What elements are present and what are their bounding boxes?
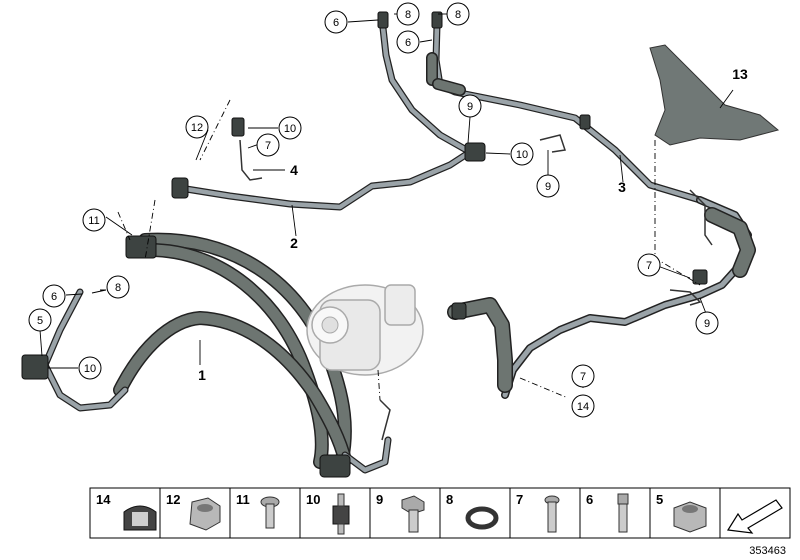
- label-13: 13: [732, 66, 748, 82]
- callout-label: 10: [284, 123, 296, 135]
- callout-10-left: 10: [78, 356, 102, 380]
- callout-label: 6: [333, 17, 339, 29]
- label-1: 1: [198, 367, 206, 383]
- callout-label: 9: [704, 318, 710, 330]
- part-5-nut: 5: [656, 492, 707, 533]
- callout-12: 12: [185, 115, 209, 139]
- callout-7-right: 7: [637, 253, 661, 277]
- callout-10-center: 10: [510, 142, 534, 166]
- part-number: 5: [656, 492, 663, 507]
- o-ring-icon: [465, 506, 499, 530]
- part-number: 14: [96, 492, 111, 507]
- rubber-mount-icon: [332, 505, 350, 525]
- callout-6-top: 6: [324, 10, 348, 34]
- callout-label: 5: [37, 315, 43, 327]
- callout-label: 9: [545, 181, 551, 193]
- callout-9-lower-right: 9: [695, 311, 719, 335]
- label-3: 3: [618, 179, 626, 195]
- pipe-2: [176, 148, 474, 211]
- part-number: 8: [446, 492, 453, 507]
- parts-strip: 14 12 11 10 9 8: [89, 487, 791, 539]
- bracket-outlines: [239, 134, 713, 441]
- part-9-bolt: 9: [376, 492, 425, 533]
- callout-label: 8: [455, 9, 461, 21]
- hex-nut-icon: [189, 497, 221, 531]
- callout-10-upper: 10: [278, 116, 302, 140]
- pipe-3: [501, 196, 752, 399]
- callout-5: 5: [28, 308, 52, 332]
- callout-6-top-b: 6: [396, 30, 420, 54]
- arrow-icon: [726, 499, 783, 534]
- callout-label: 14: [577, 401, 589, 413]
- pump-assembly: [306, 284, 424, 376]
- callout-label: 11: [88, 215, 99, 227]
- part-14-clamp: 14: [96, 492, 157, 531]
- part-number: 9: [376, 492, 383, 507]
- callout-label: 10: [84, 363, 96, 375]
- callout-14-lower: 14: [571, 394, 595, 418]
- callout-8-top-a: 8: [396, 2, 420, 26]
- callout-label: 8: [405, 9, 411, 21]
- socket-screw-icon: [617, 493, 629, 505]
- direction-arrow: [726, 499, 783, 534]
- callout-label: 10: [516, 149, 528, 161]
- brackets: [21, 11, 708, 478]
- flange-nut-icon: [673, 501, 707, 533]
- callout-7-lower: 7: [571, 364, 595, 388]
- callout-11: 11: [82, 208, 106, 232]
- part-number: 6: [586, 492, 593, 507]
- callout-leaders: [39, 13, 734, 388]
- callout-label: 9: [467, 101, 473, 113]
- callout-label: 6: [405, 37, 411, 49]
- part-12-nut: 12: [166, 492, 221, 531]
- callout-6-left: 6: [42, 284, 66, 308]
- part-10-mount: 10: [306, 492, 350, 535]
- callout-label: 7: [580, 371, 586, 383]
- callout-label: 8: [115, 282, 121, 294]
- heat-shield-13: [649, 44, 780, 146]
- part-11-bolt: 11: [236, 492, 280, 529]
- part-number: 7: [516, 492, 523, 507]
- callout-8-left: 8: [106, 275, 130, 299]
- label-2: 2: [290, 235, 298, 251]
- bold-labels: 13 4 2 3 1: [198, 66, 748, 383]
- callout-7-upper: 7: [256, 133, 280, 157]
- part-number: 12: [166, 492, 180, 507]
- reference-number: 353463: [749, 545, 786, 557]
- callout-label: 7: [265, 140, 271, 152]
- callout-label: 12: [191, 122, 203, 134]
- callout-label: 6: [51, 291, 57, 303]
- callout-circles: 6 8 6 8 9 10 12 10: [28, 2, 719, 418]
- callout-9-right: 9: [536, 174, 560, 198]
- part-7-bolt: 7: [516, 492, 560, 533]
- part-number: 10: [306, 492, 320, 507]
- part-8-oring: 8: [446, 492, 499, 530]
- callout-label: 7: [646, 260, 652, 272]
- callout-8-top-b: 8: [446, 2, 470, 26]
- part-6-screw: 6: [586, 492, 629, 533]
- callout-9-center: 9: [458, 94, 482, 118]
- label-4: 4: [290, 162, 298, 178]
- part-number: 11: [236, 492, 250, 507]
